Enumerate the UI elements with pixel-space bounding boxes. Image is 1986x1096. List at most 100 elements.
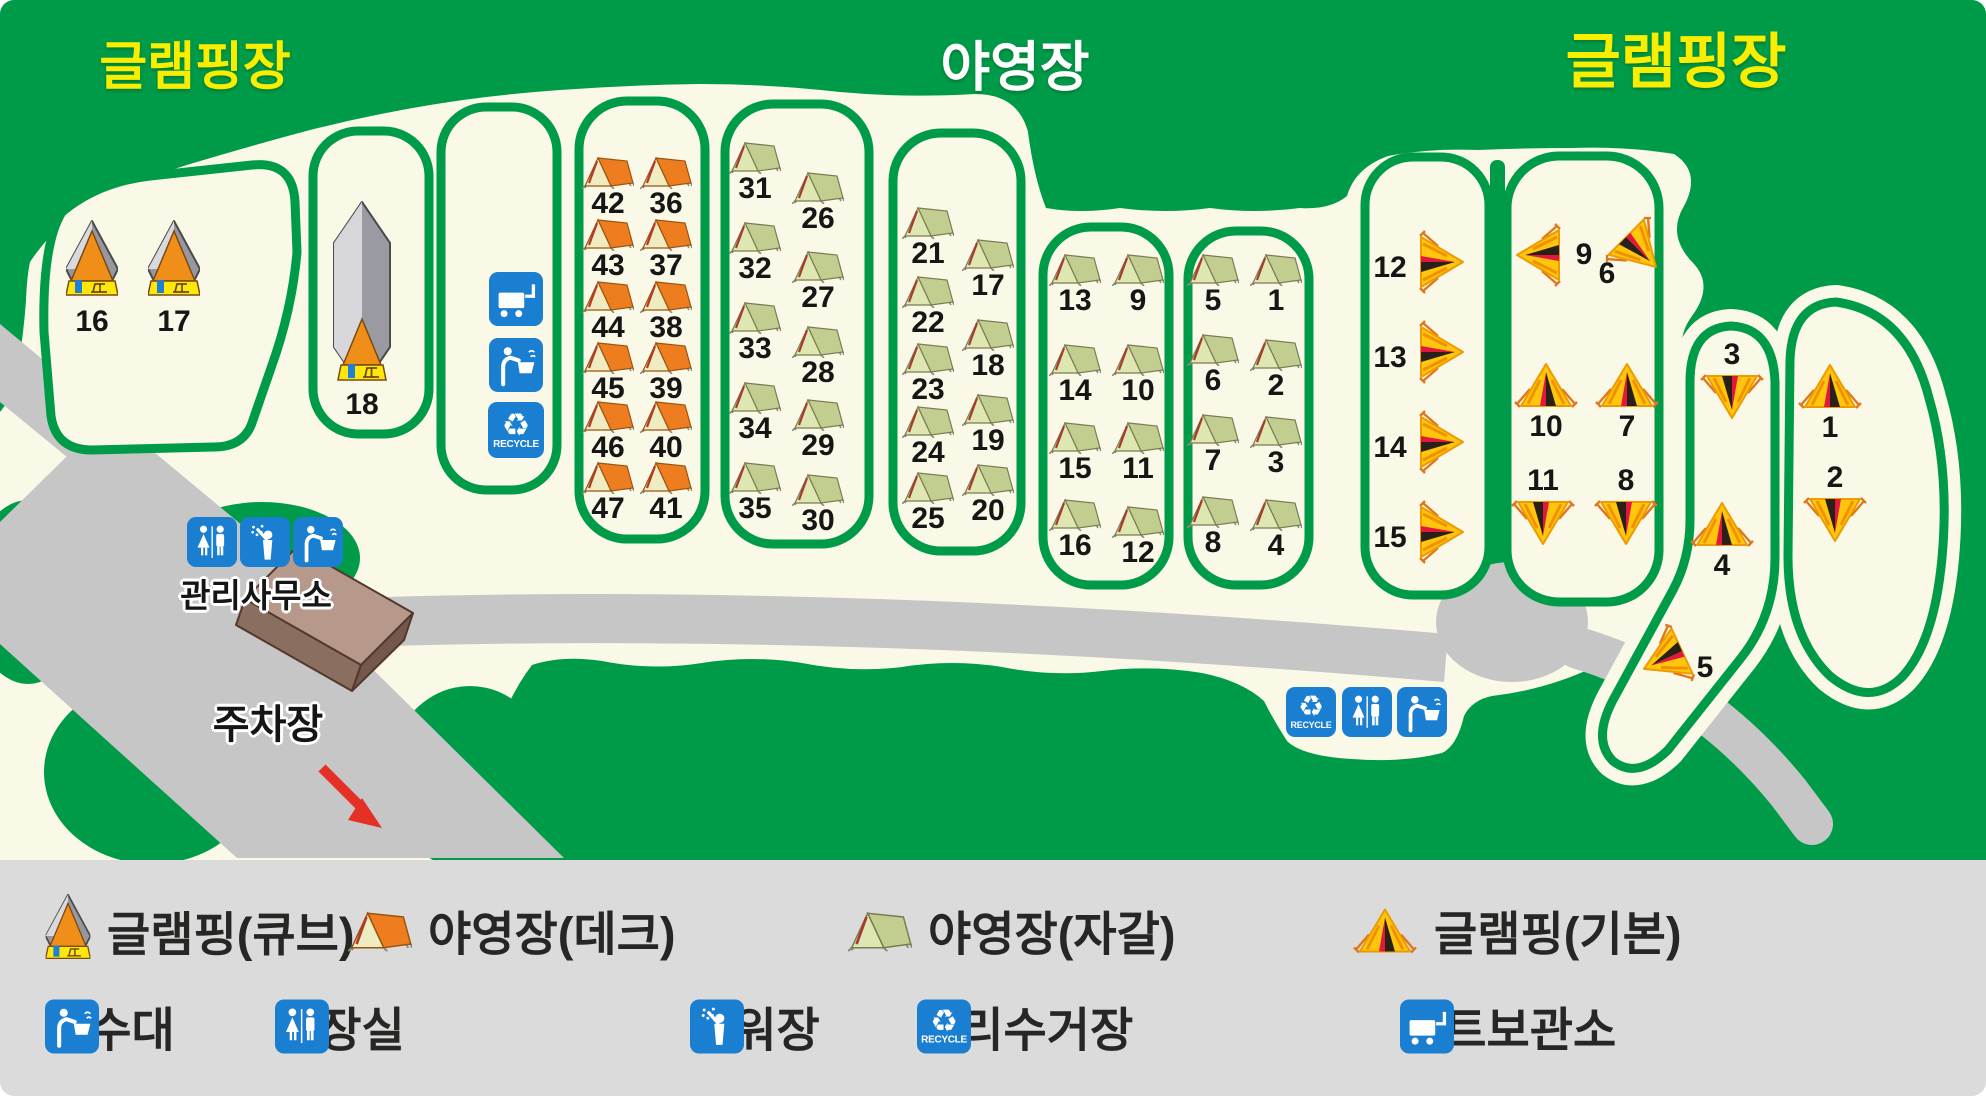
gravel-tent-icon	[1250, 414, 1302, 448]
campsite-number: 8	[1617, 464, 1635, 497]
campsite-number: 5	[1204, 284, 1222, 317]
glamp-tent-icon	[1798, 360, 1862, 412]
campsite-number: 7	[1204, 444, 1222, 477]
recycle-icon: ♻RECYCLE	[917, 999, 971, 1053]
legend-item-tent-gravel: 야영장(자갈)	[848, 896, 1176, 965]
cube-tent-icon	[148, 219, 200, 305]
glamp-tent-icon	[1594, 497, 1658, 549]
campsite-number: 20	[971, 494, 1005, 527]
campsite-number: 12	[1121, 536, 1155, 569]
office-building	[235, 546, 414, 692]
campsite-number: 15	[1373, 521, 1407, 554]
legend: N 글램핑(큐브)야영장(데크)야영장(자갈)글램핑(기본)개수대화장실샤워장♻…	[0, 860, 1986, 1096]
campsite-number: 6	[1204, 364, 1222, 397]
campsite-number: 26	[801, 202, 835, 235]
gravel-tent-icon	[1112, 342, 1164, 376]
campsite-number: 39	[649, 372, 683, 405]
gravel-tent-icon	[729, 460, 781, 494]
zone-gravel-17-25	[888, 128, 1026, 556]
campsite-number: 40	[649, 431, 683, 464]
campsite-number: 18	[345, 388, 379, 421]
campsite-number: 3	[1267, 446, 1285, 479]
sink-icon	[1397, 687, 1447, 737]
gravel-tent-icon	[902, 205, 954, 239]
campsite-number: 11	[1527, 464, 1559, 497]
office-label: 관리사무소	[180, 577, 332, 614]
deck-tent-icon	[640, 340, 692, 374]
campsite-number: 27	[801, 281, 835, 314]
campsite-number: 2	[1267, 369, 1285, 402]
gravel-tent-icon	[792, 170, 844, 204]
shower-icon	[690, 999, 744, 1053]
tall-tent-icon	[332, 199, 392, 391]
campsite-number: 33	[738, 332, 772, 365]
glamp-tent-icon	[1803, 494, 1867, 546]
deck-tent-icon	[582, 155, 634, 189]
gravel-tent-icon	[902, 470, 954, 504]
cart-icon	[1400, 999, 1454, 1053]
glamp-tent-icon	[1626, 620, 1700, 700]
legend-label: 야영장(데크)	[428, 907, 676, 961]
deck-tent-icon	[582, 399, 634, 433]
glamp-tent-icon	[1416, 230, 1468, 294]
campsite-number: 23	[911, 373, 945, 406]
campsite-number: 8	[1204, 526, 1222, 559]
campsite-number: 35	[738, 492, 772, 525]
campsite-number: 17	[157, 305, 191, 338]
deck-tent-icon	[640, 460, 692, 494]
toilet-icon	[187, 517, 237, 567]
legend-label: 글램핑(큐브)	[107, 907, 355, 961]
zone-gravel-26-35	[720, 99, 874, 549]
gravel-tent-icon	[962, 392, 1014, 426]
zone-gravel-1-8	[1183, 226, 1314, 590]
cart-icon	[489, 272, 543, 326]
zone-glamping-cube	[39, 160, 302, 455]
gravel-tent-icon	[792, 397, 844, 431]
campsite-number: 32	[738, 252, 772, 285]
tent-deck-icon	[348, 909, 412, 951]
deck-tent-icon	[640, 155, 692, 189]
gravel-tent-icon	[792, 472, 844, 506]
sink-icon	[489, 338, 543, 392]
legend-item-glamp-basic: 글램핑(기본)	[1352, 896, 1682, 965]
campsite-number: 10	[1121, 374, 1155, 407]
gravel-tent-icon	[1187, 494, 1239, 528]
gravel-tent-icon	[792, 324, 844, 358]
gravel-tent-icon	[902, 341, 954, 375]
campsite-number: 6	[1598, 257, 1616, 290]
campsite-number: 38	[649, 311, 683, 344]
gravel-tent-icon	[1049, 252, 1101, 286]
campsite-number: 16	[1058, 529, 1092, 562]
gravel-tent-icon	[1112, 252, 1164, 286]
campsite-number: 4	[1713, 549, 1731, 582]
campsite-number: 17	[971, 269, 1005, 302]
deck-tent-icon	[640, 279, 692, 313]
gravel-tent-icon	[729, 140, 781, 174]
gravel-tent-icon	[729, 380, 781, 414]
deck-tent-icon	[640, 217, 692, 251]
glamp-tent-icon	[1595, 359, 1659, 411]
campsite-number: 4	[1267, 529, 1285, 562]
campsite-number: 12	[1373, 251, 1407, 284]
glamp-tent-icon	[1512, 223, 1564, 287]
campsite-number: 25	[911, 502, 945, 535]
campsite-number: 10	[1529, 410, 1563, 443]
glamp-basic-icon	[1352, 904, 1418, 956]
campsite-number: 3	[1723, 338, 1741, 371]
gravel-tent-icon	[729, 300, 781, 334]
glamp-cube-icon	[45, 893, 91, 967]
gravel-tent-icon	[1250, 337, 1302, 371]
deck-tent-icon	[582, 340, 634, 374]
legend-item-tent-deck: 야영장(데크)	[348, 896, 676, 965]
campsite-number: 24	[911, 436, 945, 469]
title-camping-center: 야영장	[940, 37, 1090, 98]
deck-tent-icon	[582, 460, 634, 494]
title-glamping-left: 글램핑장	[99, 38, 291, 97]
legend-item-shower: 샤워장	[690, 992, 820, 1061]
campsite-number: 2	[1826, 461, 1844, 494]
gravel-tent-icon	[1049, 497, 1101, 531]
toilet-icon	[1342, 687, 1392, 737]
campsite-number: 29	[801, 429, 835, 462]
campsite-number: 22	[911, 306, 945, 339]
gravel-tent-icon	[962, 317, 1014, 351]
